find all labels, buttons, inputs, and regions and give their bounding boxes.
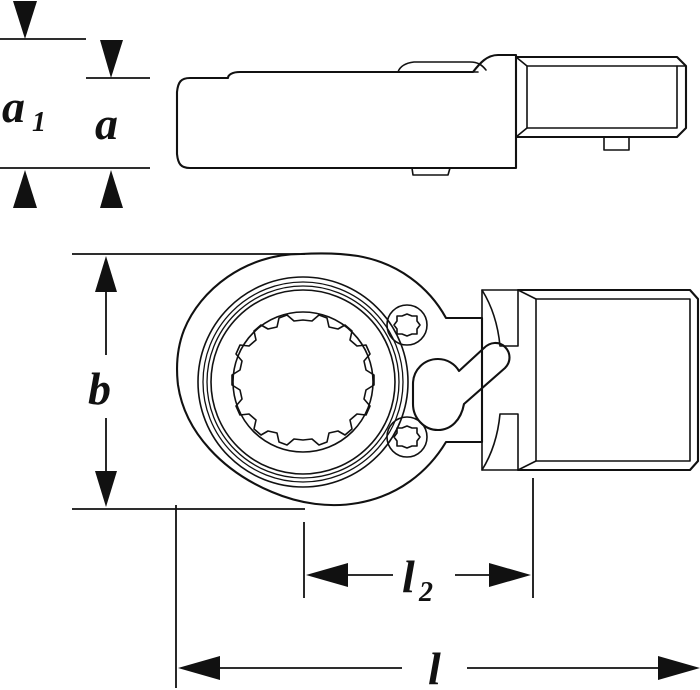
dimension-l-arrow-left <box>178 656 220 680</box>
handle-top-pad-detail <box>397 61 487 73</box>
neck-upper-wedge <box>481 289 519 347</box>
dimension-l2-label: l <box>402 551 415 602</box>
dimension-l2-subscript: 2 <box>418 577 433 608</box>
dimension-b-arrow-bottom <box>95 471 117 507</box>
dimension-a: a <box>86 40 150 208</box>
ring-head-outline <box>176 252 484 507</box>
plan-shank-chamfer-top <box>517 289 537 300</box>
ring-circle-outer-1 <box>197 276 409 488</box>
plan-view <box>176 252 700 507</box>
dimension-a-label: a <box>95 98 118 149</box>
torx-screw-upper <box>386 304 428 346</box>
dimension-b-arrow-top <box>95 256 117 292</box>
plan-shank-face <box>535 298 691 462</box>
handle-body-outline <box>175 53 518 170</box>
ring-circle-outer-3 <box>206 285 400 479</box>
torx-screw-upper-head <box>386 304 428 346</box>
torx-screw-upper-star <box>393 313 421 337</box>
ring-circle-outer-2 <box>202 281 404 483</box>
ring-circle-inner-bore <box>232 311 374 453</box>
shank-outline <box>514 55 688 139</box>
plan-shank-chamfer-bottom <box>517 460 537 471</box>
dimension-a-arrow-bottom <box>100 170 123 208</box>
side-elevation-view <box>175 53 688 176</box>
dimension-l2-arrow-right <box>489 563 531 587</box>
dimension-a1: a 1 <box>0 1 150 208</box>
torx-screw-lower <box>386 416 428 458</box>
torx-screw-lower-star <box>393 425 421 449</box>
shank-left-chamfer-bottom <box>515 127 528 138</box>
dimension-l-label: l <box>428 643 441 690</box>
dimension-l2: l 2 <box>303 478 534 608</box>
plan-shank-outline <box>516 288 700 472</box>
handle-bottom-lug <box>411 167 451 176</box>
shank-front-face <box>526 65 678 129</box>
shank-left-chamfer-top <box>515 56 528 67</box>
dimension-b: b <box>72 253 305 510</box>
dimension-a1-label: a <box>2 81 25 132</box>
dimension-l2-arrow-left <box>306 563 348 587</box>
dimension-a-arrow-top <box>100 40 123 78</box>
neck-lower-wedge <box>481 413 519 471</box>
twelve-point-profile <box>231 314 375 446</box>
dimension-a1-arrow-bottom <box>13 170 37 208</box>
reversing-lever <box>411 341 511 432</box>
torx-screw-lower-head <box>386 416 428 458</box>
dimension-b-label: b <box>88 363 111 414</box>
dimension-a1-subscript: 1 <box>32 107 46 138</box>
ring-circle-outer-4 <box>210 289 396 475</box>
shank-detent-pin <box>603 136 630 151</box>
dimension-a1-arrow-top <box>13 1 37 39</box>
dimension-l: l <box>175 505 700 690</box>
dimension-l-arrow-right <box>658 656 700 680</box>
